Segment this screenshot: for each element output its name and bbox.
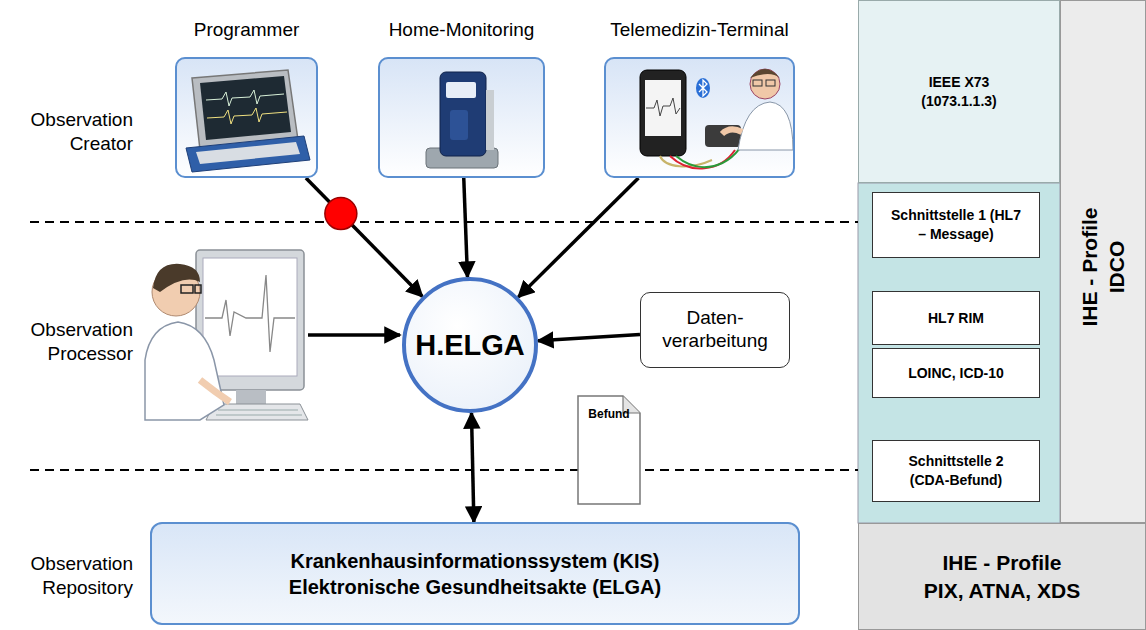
node-text: IEEE X73 (1073.1.1.3)	[893, 73, 1025, 111]
device-frame: Programmer	[175, 57, 318, 178]
process-box: Daten- verarbeitung	[640, 292, 790, 368]
dashed-separator	[30, 221, 858, 223]
repository-box: Krankenhausinformationssystem (KIS)Elekt…	[150, 522, 800, 625]
frame-fill	[175, 57, 318, 178]
interface-box: Schnittstelle 2 (CDA-Befund)	[872, 440, 1040, 502]
profile-band: IHE - ProfilePIX, ATNA, XDS	[858, 523, 1146, 630]
node-text: IHE - Profile	[1076, 207, 1103, 326]
node-text: Befund	[588, 407, 629, 421]
device-frame: Telemedizin-Terminal	[604, 57, 795, 178]
node-text: HL7 RIM	[928, 309, 984, 328]
doctor-workstation	[145, 250, 308, 420]
layer-label: Observation Creator	[5, 108, 133, 156]
node-text: Elektronische Gesundheitsakte (ELGA)	[289, 574, 661, 600]
hub-circle: H.ELGA	[402, 277, 538, 413]
home-monitoring-device	[426, 72, 498, 168]
node-text: Schnittstelle 1 (HL7 – Message)	[890, 206, 1022, 244]
layer-label: Observation Repository	[5, 552, 133, 600]
code-box: LOINC, ICD-10	[872, 348, 1040, 398]
rotated-text-group: IHE - ProfileIDCO	[1076, 207, 1131, 326]
node-text: Krankenhausinformationssystem (KIS)	[291, 548, 660, 574]
node-text: LOINC, ICD-10	[908, 364, 1004, 383]
frame-fill	[378, 57, 545, 178]
node-text: PIX, ATNA, XDS	[924, 577, 1080, 604]
device-label: Programmer	[194, 19, 300, 41]
flow-arrow	[518, 178, 638, 297]
device-label: Home-Monitoring	[389, 19, 535, 41]
flow-arrow	[471, 413, 473, 522]
node-text: IHE - Profile	[942, 549, 1061, 576]
flow-arrow	[464, 178, 468, 277]
flow-arrow	[306, 178, 422, 296]
node-text: Schnittstelle 2 (CDA-Befund)	[890, 452, 1022, 490]
standard-band: IEEE X73 (1073.1.1.3)	[858, 0, 1060, 183]
interface-box: Schnittstelle 1 (HL7 – Message)	[872, 192, 1040, 258]
profile-band: IHE - ProfileIDCO	[1060, 0, 1146, 523]
flow-arrow	[538, 335, 640, 341]
node-text: H.ELGA	[415, 329, 525, 362]
node-text: Daten- verarbeitung	[654, 307, 776, 353]
doctor-arrow	[308, 333, 400, 337]
model-box: HL7 RIM	[872, 291, 1040, 345]
document-outline	[578, 396, 640, 504]
layer-label: Observation Processor	[5, 318, 133, 366]
programmer-device	[186, 70, 310, 172]
standards-region	[858, 183, 1060, 523]
document-icon: Befund	[577, 395, 641, 505]
frame-fill	[604, 57, 795, 178]
status-dot	[325, 198, 357, 230]
dashed-separator	[30, 469, 858, 471]
device-frame: Home-Monitoring	[378, 57, 545, 178]
node-text: IDCO	[1103, 207, 1130, 326]
device-label: Telemedizin-Terminal	[610, 19, 788, 41]
telemedizin-terminal	[640, 69, 793, 169]
